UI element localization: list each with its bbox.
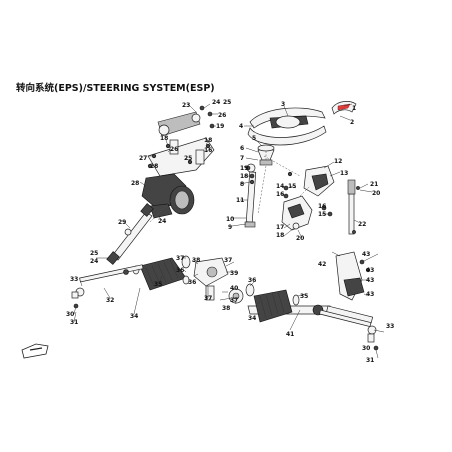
callout-26: 26 [218, 112, 226, 119]
callout-36c: 36 [248, 277, 256, 284]
callout-42: 42 [318, 261, 326, 268]
callout-39: 39 [230, 270, 238, 277]
rack-boot-left[interactable] [139, 257, 187, 291]
callout-22: 22 [358, 221, 366, 228]
callout-37c: 37 [224, 257, 232, 264]
pinion-gearbox[interactable] [193, 257, 244, 304]
column-housing[interactable] [303, 165, 335, 197]
callout-26b: 26 [170, 146, 178, 153]
callout-38a: 38 [192, 257, 200, 264]
callout-11: 11 [236, 197, 244, 204]
callout-32: 32 [106, 297, 114, 304]
callout-24a: 24 [212, 99, 220, 106]
callout-15a: 15 [288, 183, 296, 190]
callout-31b: 31 [366, 357, 374, 364]
callout-19b: 19 [240, 165, 248, 172]
callout-33a: 33 [70, 276, 78, 283]
callout-13: 13 [340, 170, 348, 177]
callout-36a: 36 [176, 267, 184, 274]
callout-43d: 43 [366, 291, 374, 298]
callout-20: 20 [372, 190, 380, 197]
callout-43b: 43 [366, 267, 374, 274]
callout-25b: 25 [184, 155, 192, 162]
callout-25a: 25 [223, 99, 231, 106]
tie-rod-left[interactable] [71, 264, 144, 309]
intermediate-shaft[interactable] [106, 203, 154, 265]
callout-34b: 34 [248, 315, 256, 322]
callout-3: 3 [281, 101, 285, 108]
callout-35b: 35 [300, 293, 308, 300]
callout-10: 10 [226, 216, 234, 223]
callout-37b: 37 [204, 295, 212, 302]
front-direction-arrow-icon [21, 343, 49, 359]
callout-18: 18 [204, 137, 212, 144]
callout-43a: 43 [362, 251, 370, 258]
callout-43c: 43 [366, 277, 374, 284]
callout-8: 8 [240, 181, 244, 188]
callout-27: 27 [139, 155, 147, 162]
diagram-title: 转向系统(EPS)/STEERING SYSTEM(ESP) [16, 83, 215, 94]
callout-16: 16 [204, 147, 212, 154]
callout-18d: 18 [160, 135, 168, 142]
callout-31a: 31 [70, 319, 78, 326]
callout-1: 1 [352, 105, 356, 112]
callout-25c: 25 [90, 250, 98, 257]
callout-30b: 30 [362, 345, 370, 352]
callout-36b: 36 [188, 279, 196, 286]
callout-23: 23 [182, 102, 190, 109]
callout-41: 41 [286, 331, 294, 338]
callout-5: 5 [252, 135, 256, 142]
callout-4: 4 [239, 123, 243, 130]
callout-17: 17 [276, 224, 284, 231]
callout-2: 2 [350, 119, 354, 126]
callout-29: 29 [118, 219, 126, 226]
eps-mount-bracket[interactable] [147, 111, 215, 177]
callout-7: 7 [240, 155, 244, 162]
callout-35: 35 [154, 281, 162, 288]
callout-18b: 18 [276, 232, 284, 239]
callout-24b: 24 [158, 218, 166, 225]
leader-lines [73, 103, 385, 359]
tilt-gas-strut[interactable] [347, 179, 356, 235]
callout-28: 28 [131, 180, 139, 187]
callout-37d: 37 [230, 297, 238, 304]
callout-16a: 16 [276, 191, 284, 198]
callout-33b: 33 [386, 323, 394, 330]
callout-40: 40 [230, 285, 238, 292]
steering-wheel[interactable] [247, 107, 327, 146]
callout-16b: 16 [318, 203, 326, 210]
callout-18c: 18 [240, 173, 248, 180]
callout-34a: 34 [130, 313, 138, 320]
column-mount-bracket[interactable] [281, 195, 313, 231]
callout-37a: 37 [176, 255, 184, 262]
callout-28b: 28 [150, 163, 158, 170]
callout-14: 14 [276, 183, 284, 190]
brake-pedal-bracket[interactable] [335, 251, 371, 301]
callout-21: 21 [370, 181, 378, 188]
callout-24c: 24 [90, 258, 98, 265]
callout-19: 19 [216, 123, 224, 130]
callout-20b: 20 [296, 235, 304, 242]
callout-labels: 1 2 3 4 5 6 7 8 9 10 11 12 13 14 15 16 1… [66, 99, 394, 364]
rack-boot-right[interactable] [253, 289, 293, 323]
callout-30a: 30 [66, 311, 74, 318]
callout-15b: 15 [318, 211, 326, 218]
callout-38b: 38 [222, 305, 230, 312]
callout-6: 6 [240, 145, 244, 152]
callout-12: 12 [334, 158, 342, 165]
callout-9: 9 [228, 224, 232, 231]
